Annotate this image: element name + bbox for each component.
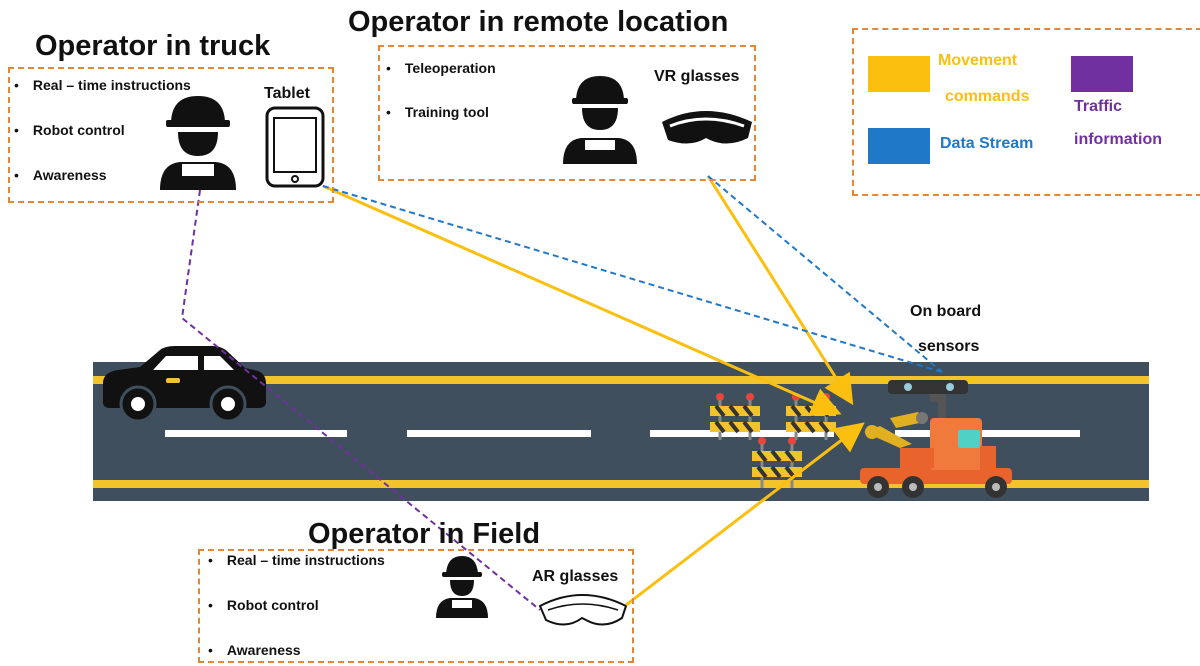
movement-arrow <box>706 175 854 406</box>
field-bullet-1: Real – time instructions <box>208 552 385 568</box>
traffic-info-line <box>180 189 541 611</box>
truck-bullet-1: Real – time instructions <box>14 77 191 93</box>
remote-bullet-2: Training tool <box>386 104 489 120</box>
remote-operator-box <box>378 45 756 181</box>
remote-bullet-1: Teleoperation <box>386 60 496 76</box>
legend-traffic-line1: Traffic <box>1074 98 1123 115</box>
tablet-icon <box>265 106 325 188</box>
barrier-icon <box>710 393 760 440</box>
truck-operator-box <box>8 67 334 203</box>
barrier-icon <box>752 437 802 488</box>
remote-operator-title: Operator in remote location <box>348 6 729 38</box>
field-operator-box <box>198 549 634 663</box>
legend-traffic-line2: information <box>1074 131 1162 148</box>
truck-operator-title: Operator in truck <box>35 30 271 62</box>
sensors-label-line1: On board <box>910 303 982 320</box>
movement-arrow <box>625 422 865 607</box>
truck-bullet-3: Awareness <box>14 167 107 183</box>
legend-movement-line2: commands <box>945 88 1030 105</box>
field-operator-title: Operator in Field <box>308 518 541 550</box>
legend-swatch-traffic <box>1071 56 1133 92</box>
vr-glasses-icon <box>662 111 752 144</box>
robot-truck-icon <box>860 380 1012 498</box>
movement-arrow <box>322 184 842 417</box>
data-stream-line <box>322 185 943 373</box>
legend-movement-line1: Movement <box>938 52 1018 69</box>
field-bullet-3: Awareness <box>208 642 301 658</box>
car-icon <box>103 346 266 423</box>
worker-field-icon <box>436 556 488 618</box>
legend-box <box>852 28 1200 196</box>
worker-remote-icon <box>563 76 637 164</box>
legend-swatch-data <box>868 128 930 164</box>
data-stream-line <box>707 175 943 373</box>
worker-truck-icon <box>160 96 236 190</box>
ar-glasses-label: AR glasses <box>532 568 619 585</box>
legend-swatch-movement <box>868 56 930 92</box>
tablet-label: Tablet <box>264 85 310 102</box>
field-bullet-2: Robot control <box>208 597 319 613</box>
legend-data-label: Data Stream <box>940 135 1034 152</box>
sensors-label-line2: sensors <box>918 338 980 355</box>
truck-bullet-2: Robot control <box>14 122 125 138</box>
vr-glasses-label: VR glasses <box>654 68 740 85</box>
ar-glasses-icon <box>538 594 628 626</box>
